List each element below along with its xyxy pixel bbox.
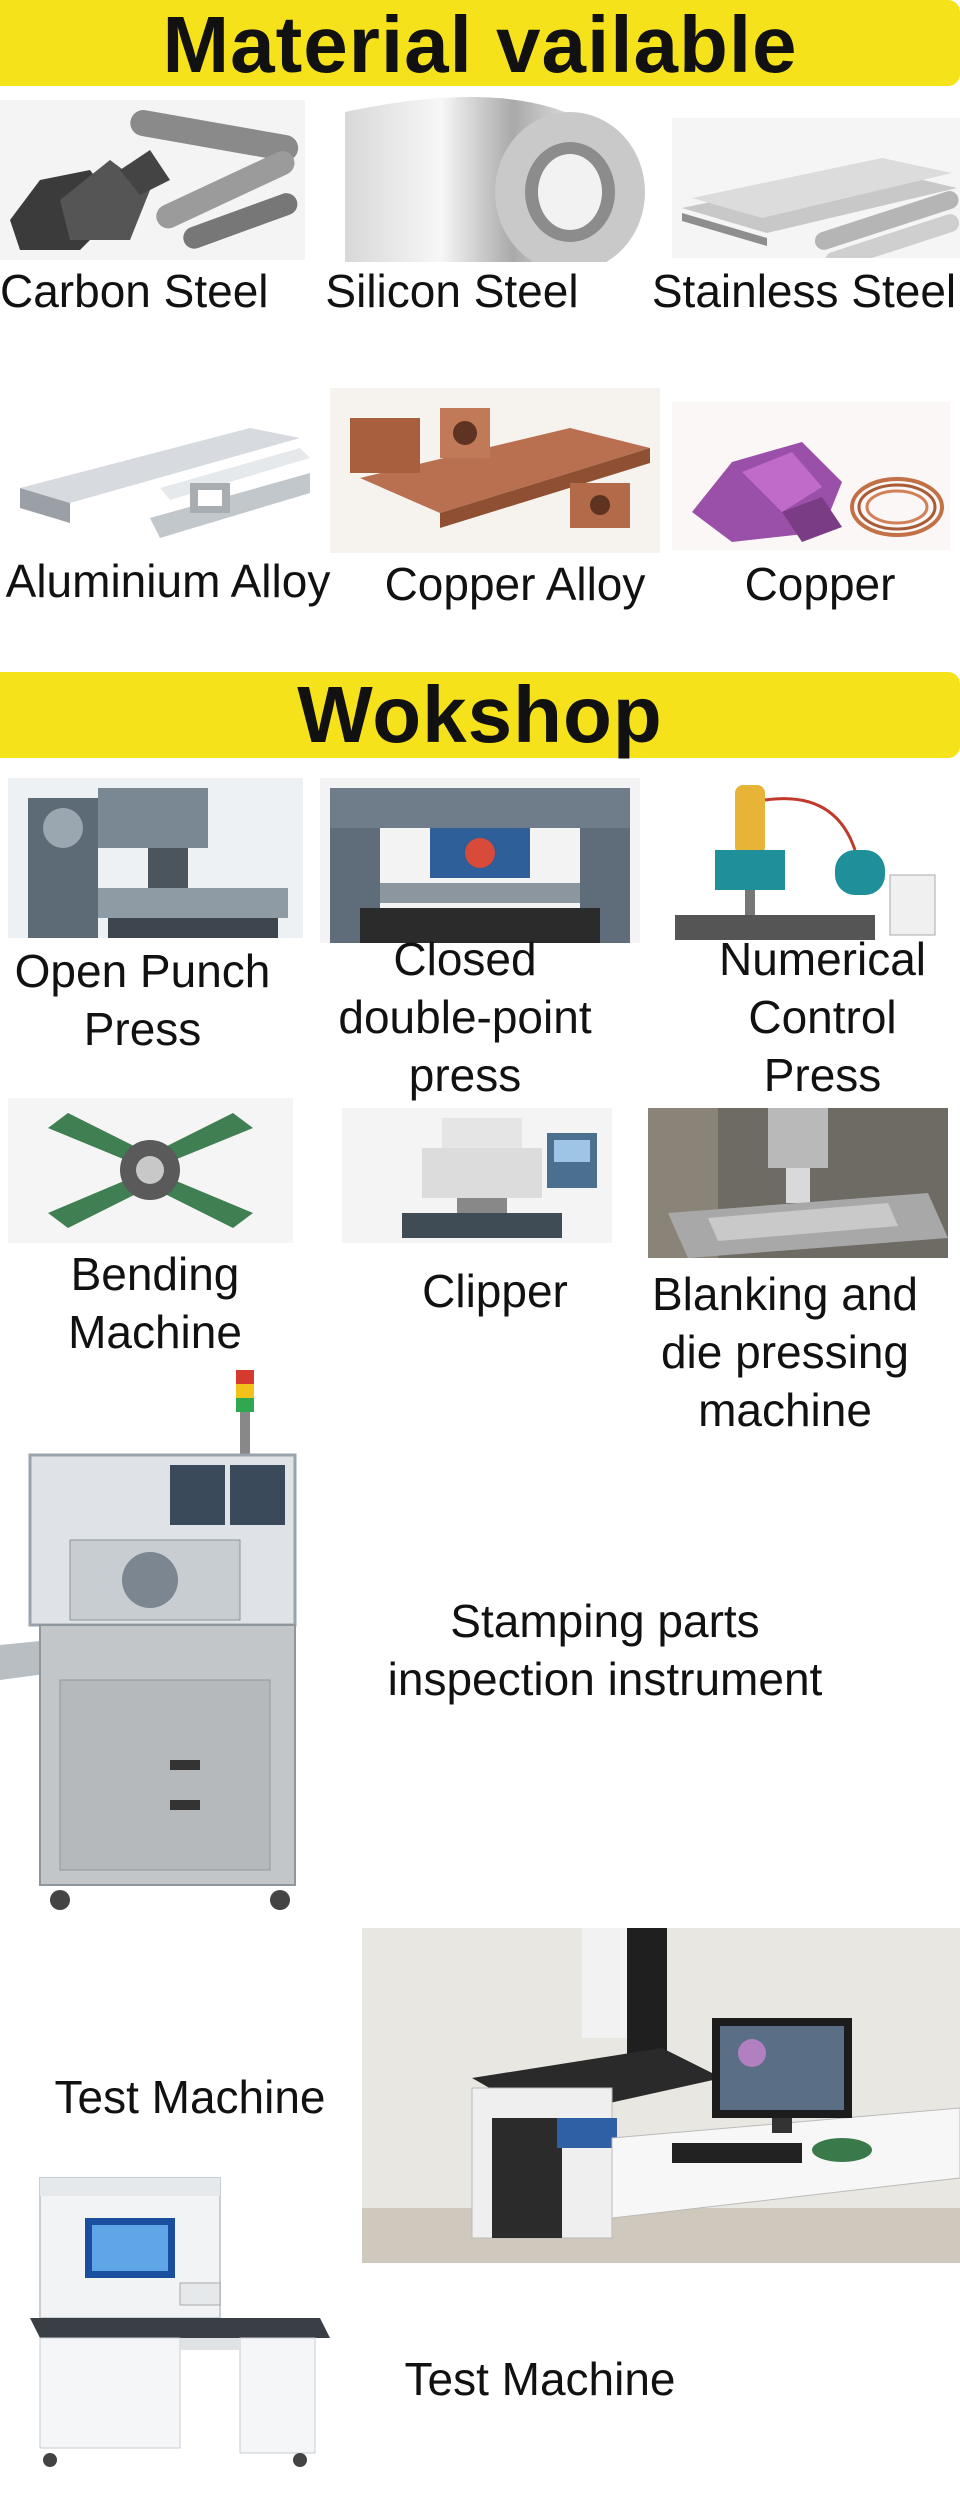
copper-label: Copper <box>744 558 896 610</box>
open-punch-press-label: Open Punch Press <box>14 945 271 1055</box>
clipper-image <box>342 1108 612 1243</box>
blanking-machine-label: Blanking and die pressing machine <box>652 1268 918 1436</box>
inspection-instrument-label: Stamping parts inspection instrument <box>387 1595 823 1705</box>
closed-double-point-press-label: Closed double-point press <box>338 933 592 1101</box>
blanking-machine-image <box>648 1108 948 1258</box>
materials-title: Material vailable <box>162 0 798 89</box>
test-machine-1-image <box>362 1928 960 2263</box>
carbon-steel-label: Carbon Steel <box>0 265 269 317</box>
test-machine-2-image <box>30 2168 330 2468</box>
test-machine-2-label: Test Machine <box>404 2353 676 2405</box>
aluminium-alloy-image <box>0 388 315 548</box>
open-punch-press-image <box>8 778 303 938</box>
test-machine-1-label: Test Machine <box>54 2071 326 2123</box>
copper-alloy-image <box>330 388 660 553</box>
stainless-steel-label: Stainless Steel <box>651 265 957 317</box>
silicon-steel-label: Silicon Steel <box>325 265 579 317</box>
clipper-label: Clipper <box>422 1265 568 1317</box>
stainless-steel-image <box>672 118 960 258</box>
silicon-steel-image <box>325 92 650 262</box>
aluminium-alloy-label: Aluminium Alloy <box>5 555 331 607</box>
copper-image <box>672 402 950 550</box>
inspection-instrument-image <box>0 1360 305 1920</box>
numerical-control-press-label: Numerical Control Press <box>718 933 927 1101</box>
numerical-control-press-image <box>655 780 950 940</box>
copper-alloy-label: Copper Alloy <box>384 558 646 610</box>
bending-machine-label: Bending Machine <box>68 1248 242 1358</box>
carbon-steel-image <box>0 100 305 260</box>
workshop-banner <box>0 672 960 758</box>
workshop-title: Wokshop <box>297 670 663 759</box>
materials-banner <box>0 0 960 86</box>
bending-machine-image <box>8 1098 293 1243</box>
closed-double-point-press-image <box>320 778 640 943</box>
